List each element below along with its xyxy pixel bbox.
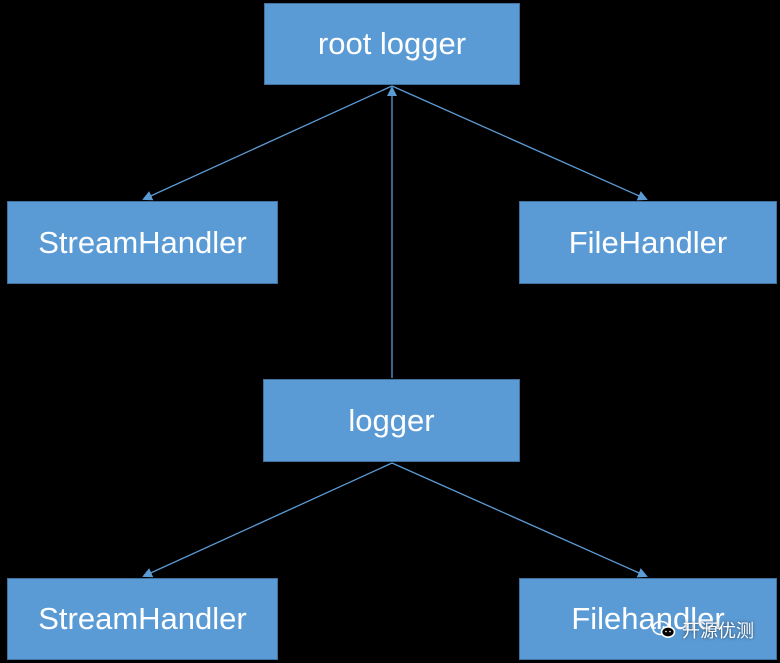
- stream-handler-top-node: StreamHandler: [7, 201, 278, 284]
- watermark: 开源优测: [652, 617, 754, 643]
- file-handler-top-label: FileHandler: [568, 224, 728, 260]
- stream-handler-bottom-node: StreamHandler: [7, 578, 278, 660]
- root-logger-node: root logger: [264, 3, 520, 85]
- root-logger-label: root logger: [317, 26, 467, 61]
- file-handler-top-node: FileHandler: [519, 201, 777, 284]
- edge-root-to-streamhandler-top: [142, 85, 393, 201]
- edge-logger-to-streamhandler-bottom: [142, 462, 393, 578]
- stream-handler-bottom-label: StreamHandler: [38, 601, 247, 636]
- edge-logger-to-filehandler-bottom: [391, 462, 648, 578]
- file-handler-bottom-node: Filehandler: [519, 578, 777, 660]
- watermark-text: 开源优测: [682, 621, 754, 641]
- edge-root-to-filehandler-top: [391, 85, 648, 201]
- wechat-icon: [652, 620, 676, 640]
- stream-handler-top-label: StreamHandler: [38, 224, 247, 260]
- logger-node: logger: [263, 379, 520, 462]
- file-handler-bottom-label: Filehandler: [571, 601, 725, 636]
- logger-label: logger: [348, 402, 435, 438]
